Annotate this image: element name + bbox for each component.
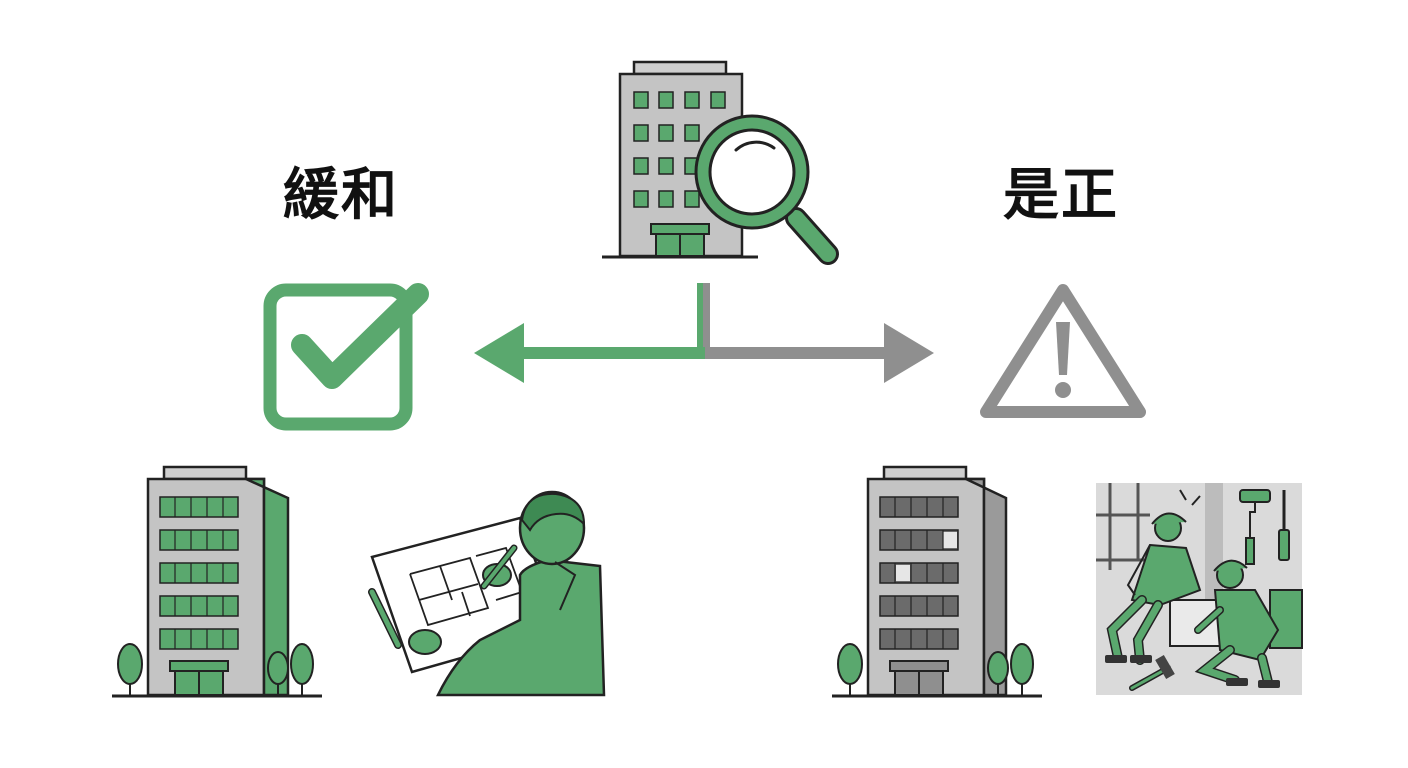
warning-triangle-icon [980, 284, 1146, 418]
branch-arrows [474, 283, 934, 383]
building-magnifier-icon [602, 60, 839, 265]
checkbox-checked-icon [263, 283, 429, 431]
relaxation-label: 緩和 [283, 163, 399, 228]
hammer-icon [1129, 654, 1175, 691]
gray-building-icon [832, 465, 1042, 698]
architect-drawing-icon [368, 490, 606, 697]
screwdriver-icon [1278, 490, 1290, 561]
green-building-icon [112, 465, 322, 698]
paint-roller-icon [1239, 489, 1271, 565]
right-arrowhead [884, 323, 934, 383]
repair-workers-icon [1096, 483, 1303, 695]
left-arrowhead [474, 323, 524, 383]
correction-label: 是正 [1003, 163, 1119, 228]
